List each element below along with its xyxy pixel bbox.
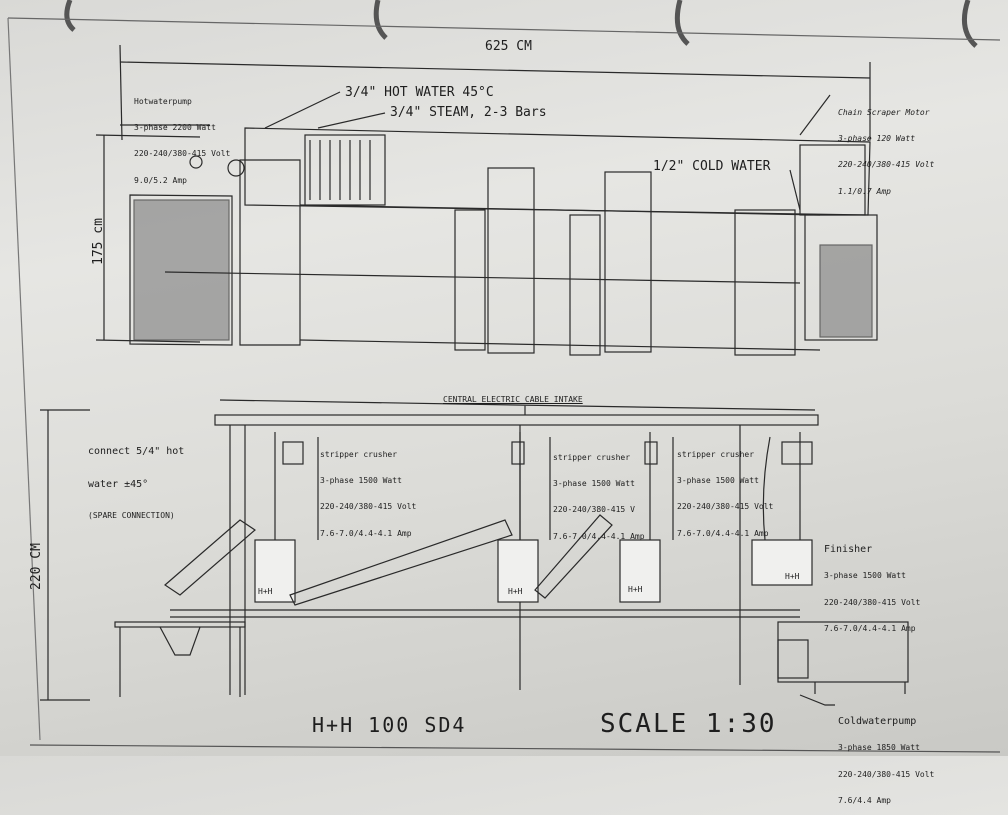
spec-line: 3-phase 1500 Watt: [824, 571, 906, 581]
spec-line: Finisher: [824, 543, 873, 555]
cable-intake-label: CENTRAL ELECTRIC CABLE INTAKE: [443, 395, 583, 404]
spec-line: water ±45°: [88, 479, 149, 490]
spec-line: 220-240/380-415 Volt: [134, 149, 231, 159]
spec-line: stripper crusher: [677, 449, 755, 459]
spec-line: 7.6-7.0/4.4-4.1 Amp: [677, 528, 769, 538]
spec-line: 220-240/380-415 Volt: [677, 502, 774, 512]
spec-line: Chain Scraper Motor: [838, 107, 930, 117]
spec-line: Coldwaterpump: [838, 715, 917, 727]
machine-label: H+H: [628, 585, 643, 594]
finisher-spec: Finisher 3-phase 1500 Watt 220-240/380-4…: [824, 526, 920, 643]
width-dimension-label: 625 CM: [485, 39, 532, 54]
steam-label: 3/4" STEAM, 2-3 Bars: [390, 105, 547, 120]
model-title: H+H 100 SD4: [312, 713, 467, 737]
hotwaterpump-spec: Hotwaterpump 3-phase 2200 Watt 220-240/3…: [134, 80, 230, 194]
spec-line: 3-phase 1500 Watt: [553, 478, 635, 488]
spec-line: 220-240/380-415 Volt: [838, 160, 935, 170]
coldwaterpump-spec: Coldwaterpump 3-phase 1850 Watt 220-240/…: [838, 698, 934, 815]
spec-line: 3-phase 2200 Watt: [134, 122, 216, 132]
spec-line: 220-240/380-415 V: [553, 505, 635, 515]
spec-line: 220-240/380-415 Volt: [320, 502, 417, 512]
spec-line: 9.0/5.2 Amp: [134, 175, 187, 185]
machine-label: H+H: [508, 587, 523, 596]
scale-label: SCALE 1:30: [600, 709, 777, 739]
spec-line: stripper crusher: [553, 452, 631, 462]
spare-connection-label: connect 5/4" hot water ±45° (SPARE CONNE…: [88, 424, 184, 532]
cold-water-label: 1/2" COLD WATER: [653, 159, 771, 174]
machine-label: H+H: [258, 587, 273, 596]
height-dimension-bottom-label: 220 CM: [29, 543, 44, 590]
spec-line: 3-phase 1850 Watt: [838, 743, 920, 753]
spec-line: 7.6-7.0/4.4-4.1 Amp: [320, 528, 412, 538]
spec-line: 7.6-7.0/4.4-4.1 Amp: [824, 623, 916, 633]
stripper-crusher-2-spec: stripper crusher 3-phase 1500 Watt 220-2…: [553, 436, 645, 550]
binder-rings: [64, 0, 978, 48]
spec-line: 3-phase 1500 Watt: [677, 475, 759, 485]
spec-line: 3-phase 1500 Watt: [320, 475, 402, 485]
spec-line: stripper crusher: [320, 449, 398, 459]
spec-line: (SPARE CONNECTION): [88, 511, 175, 520]
drawing-sheet: 625 CM 175 cm 220 CM 3/4" HOT WATER 45°C…: [7, 0, 1001, 805]
spec-line: 1.1/0.7 Amp: [838, 186, 891, 196]
stripper-crusher-3-spec: stripper crusher 3-phase 1500 Watt 220-2…: [677, 433, 773, 547]
chain-scraper-motor-spec: Chain Scraper Motor 3-phase 120 Watt 220…: [838, 91, 934, 205]
spec-line: connect 5/4" hot: [88, 446, 185, 457]
spec-line: 7.6/4.4 Amp: [838, 795, 891, 805]
hot-water-label: 3/4" HOT WATER 45°C: [345, 85, 494, 100]
height-dimension-top-label: 175 cm: [91, 218, 106, 265]
stripper-crusher-1-spec: stripper crusher 3-phase 1500 Watt 220-2…: [320, 433, 416, 547]
spec-line: Hotwaterpump: [134, 96, 192, 106]
spec-line: 220-240/380-415 Volt: [824, 597, 921, 607]
spec-line: 3-phase 120 Watt: [838, 133, 916, 143]
spec-line: 220-240/380-415 Volt: [838, 769, 935, 779]
technical-drawing: [7, 0, 1001, 753]
spec-line: 7.6-7.0/4.4-4.1 Amp: [553, 531, 645, 541]
machine-label: H+H: [785, 572, 800, 581]
